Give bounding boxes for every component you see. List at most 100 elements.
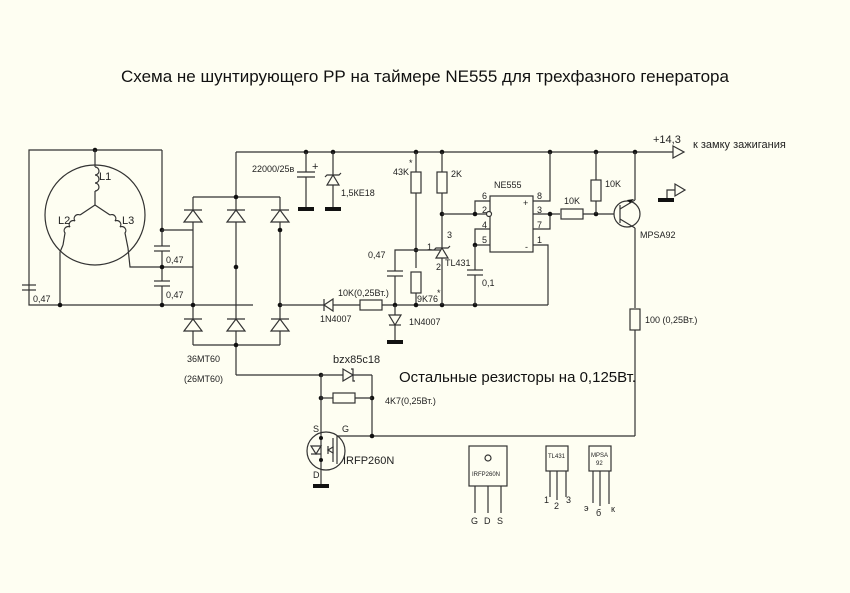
capacitor-mid-stack: 0,47 0,47 [154, 227, 193, 308]
winding-label-l2: L2 [58, 215, 70, 227]
cap-left-value: 0,47 [33, 294, 51, 304]
diode-1n4007-icon [322, 297, 334, 313]
svg-text:S: S [497, 516, 503, 526]
mosfet-pin-s: S [313, 424, 319, 434]
mosfet-pin-g: G [342, 424, 349, 434]
svg-text:D: D [484, 516, 491, 526]
driver-stage: 10K 10K MPSA92 100 (0,25Вт.) [560, 152, 697, 436]
r-base-label: 10K [564, 196, 580, 206]
svg-text:92: 92 [596, 461, 603, 467]
pinout-irfp260n: IRFP260N G D S [468, 445, 508, 526]
svg-text:3: 3 [566, 495, 571, 505]
ne555-cap-value: 0,1 [482, 278, 495, 288]
svg-text:2: 2 [554, 501, 559, 511]
svg-text:7: 7 [537, 220, 542, 230]
transistor-label: MPSA92 [640, 230, 676, 240]
resistor-100 [629, 308, 641, 331]
mosfet-icon [306, 431, 346, 471]
ground-icon [387, 340, 403, 344]
resistor-4k7 [332, 392, 356, 404]
r-series-label: 10K(0,25Вт.) [338, 288, 389, 298]
voltage-divider: 43K * 9K76 * 0,47 10K(0,25Вт.) 1N4007 1N… [280, 152, 548, 344]
ne555-chip [489, 195, 534, 253]
tvs-diode: 1,5КЕ18 [324, 152, 375, 211]
ne555-timer: NE555 6 2 4 5 0,1 8 3 7 1 + - [442, 152, 560, 305]
ground-icon [298, 207, 314, 211]
svg-text:3: 3 [447, 230, 452, 240]
tl431-icon [434, 246, 450, 259]
supply-voltage-label: +14,3 [653, 134, 681, 146]
wire [28, 149, 253, 306]
rectifier-alt-label: (26MT60) [184, 374, 223, 384]
wire [94, 204, 111, 216]
mosfet-label: IRFP260N [343, 455, 394, 467]
svg-text:5: 5 [482, 235, 487, 245]
resistor-2k [436, 171, 448, 194]
mosfet-pin-d: D [313, 470, 320, 480]
filter-cap-value: 22000/25в [252, 164, 295, 174]
wire [79, 204, 96, 216]
tl431-regulator: 1 2 3 TL431 2K [416, 152, 471, 305]
diode-icon [269, 318, 291, 332]
divider-cap-value: 0,47 [368, 250, 386, 260]
zener-diode-icon [342, 367, 355, 383]
ground-arrow-icon [674, 182, 687, 198]
svg-text:MPSA: MPSA [591, 453, 608, 459]
coil-l1-icon [94, 150, 100, 205]
r-2k-label: 2K [451, 169, 462, 179]
svg-text:8: 8 [537, 191, 542, 201]
diagram-title: Схема не шунтирующего РР на таймере NE55… [121, 67, 729, 86]
ne555-label: NE555 [494, 180, 522, 190]
supply-destination-label: к замку зажигания [693, 139, 786, 151]
diode-icon [225, 209, 247, 223]
resistor-10k [359, 299, 383, 311]
winding-label-l3: L3 [122, 215, 134, 227]
wire [59, 244, 64, 305]
resistor-9k76 [410, 271, 422, 294]
wire [127, 247, 193, 268]
resistor-note: Остальные резисторы на 0,125Вт. [399, 369, 636, 386]
coil-l3-icon [109, 213, 129, 249]
resistor-43k [410, 171, 422, 194]
svg-text:б: б [596, 508, 601, 518]
tl431-label: TL431 [445, 258, 471, 268]
supply-arrow-icon [672, 144, 686, 160]
junction-dot [57, 302, 63, 308]
svg-text:2: 2 [436, 262, 441, 272]
svg-text:э: э [584, 503, 589, 513]
diode-series-label: 1N4007 [320, 314, 352, 324]
pinout-tl431: TL431 1 2 3 [544, 445, 571, 511]
cap-polarity: + [312, 161, 318, 173]
svg-text:4: 4 [482, 220, 487, 230]
svg-text:*: * [437, 288, 441, 298]
svg-text:-: - [525, 242, 528, 252]
svg-text:+: + [523, 198, 528, 208]
rectifier-label: 36MT60 [187, 354, 220, 364]
cap-mid-top-value: 0,47 [166, 255, 184, 265]
diode-icon [182, 209, 204, 223]
svg-text:1: 1 [544, 495, 549, 505]
diode-icon [225, 318, 247, 332]
tvs-label: 1,5КЕ18 [341, 188, 375, 198]
tvs-diode-icon [325, 173, 341, 186]
cap-mid-bottom-value: 0,47 [166, 290, 184, 300]
svg-text:3: 3 [537, 205, 542, 215]
svg-text:*: * [409, 158, 413, 168]
svg-text:к: к [611, 504, 615, 514]
zener-label: bzx85c18 [333, 354, 380, 366]
power-rail: +14,3 к замку зажигания [236, 134, 786, 160]
capacitor-left: 0,47 [22, 284, 51, 304]
svg-text:1: 1 [427, 242, 432, 252]
filter-capacitor: + 22000/25в [252, 152, 318, 211]
r-collector-label: 100 (0,25Вт.) [645, 315, 697, 325]
diode-gnd-icon [387, 314, 403, 327]
pinout-mpsa92: MPSA 92 э б к [584, 445, 615, 518]
svg-text:TL431: TL431 [548, 454, 566, 460]
diode-icon [269, 209, 291, 223]
three-phase-generator: L1 L2 L3 [28, 147, 253, 308]
ground-icon [325, 207, 341, 211]
r-pullup-label: 10K [605, 179, 621, 189]
winding-label-l1: L1 [99, 171, 111, 183]
r-bottom-label: 9K76 [417, 294, 438, 304]
ground-icon [313, 484, 329, 488]
